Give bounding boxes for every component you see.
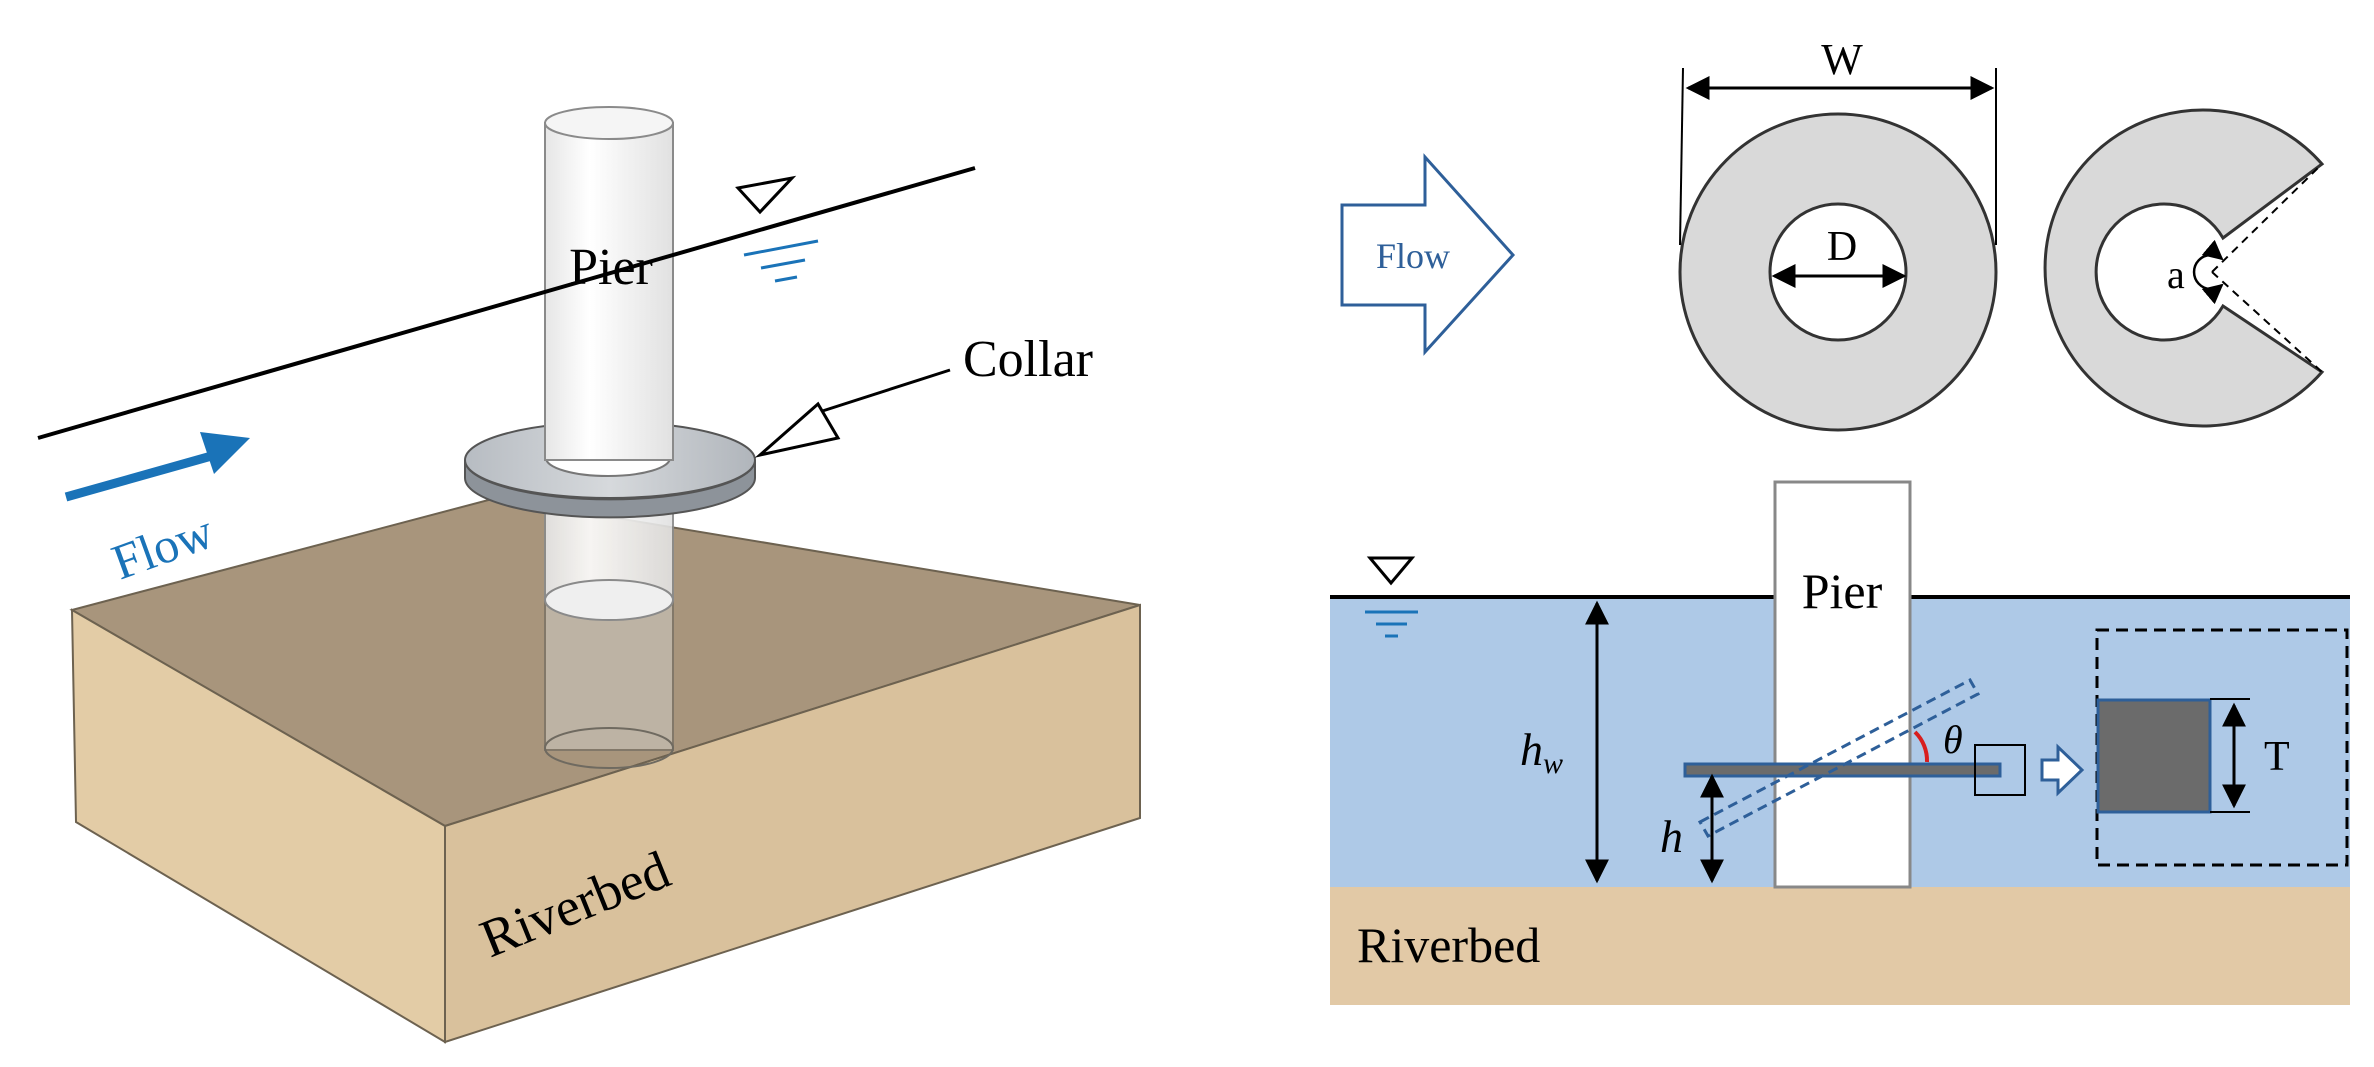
water-level-mark-2 xyxy=(760,258,806,270)
open-angle-arc xyxy=(2192,239,2224,305)
collar-callout-arrow xyxy=(754,401,841,458)
collar-label: Collar xyxy=(963,331,1093,388)
detail-collar-section xyxy=(2096,698,2212,814)
section-pier-label: Pier xyxy=(1802,563,1883,619)
collar-disc-side xyxy=(464,459,756,519)
flow-arrow-head xyxy=(200,432,250,474)
thickness-label: T xyxy=(2264,734,2290,780)
collar-leader-line xyxy=(809,368,951,417)
water-depth-label: hw xyxy=(1520,724,1563,780)
theta-arc xyxy=(1913,730,1930,763)
detail-dashed-frame xyxy=(2095,628,2349,867)
open-angle-label: a xyxy=(2167,252,2185,297)
diameter-label: D xyxy=(1827,224,1857,270)
flow-outline-arrow xyxy=(1340,153,1516,356)
collar-open-ring xyxy=(2043,108,2325,428)
water-level-triangle xyxy=(735,175,797,215)
flow-arrow-shaft xyxy=(64,450,217,502)
plan-flow-label: Flow xyxy=(1376,236,1450,276)
collar-plate xyxy=(1683,762,2002,778)
pier-bottom-ellipse xyxy=(544,727,674,769)
theta-label: θ xyxy=(1943,717,1963,762)
section-water-triangle xyxy=(1366,556,1416,586)
detail-callout-box xyxy=(1974,744,2026,796)
pier-top-ellipse xyxy=(544,106,674,140)
water-level-mark-3 xyxy=(774,275,798,283)
water-surface-line xyxy=(37,166,976,440)
top-right-panel: Flow W D a xyxy=(1340,35,2325,432)
pier-label: Pier xyxy=(569,239,653,296)
pier-upper xyxy=(544,122,674,461)
riverbed-section xyxy=(1330,887,2350,1005)
water-level-mark-1 xyxy=(743,239,819,257)
pier-bed-ellipse xyxy=(544,579,674,621)
bottom-right-panel: Pier θ hw h T Riverbed xyxy=(1330,480,2350,1005)
riverbed-left-face xyxy=(70,608,446,1044)
width-label: W xyxy=(1821,35,1863,84)
width-ext-left xyxy=(1679,67,1684,246)
section-riverbed-label: Riverbed xyxy=(1357,917,1540,973)
left-panel: Pier Collar Flow Riverbed xyxy=(37,106,1141,1044)
collar-elevation-label: h xyxy=(1660,811,1683,862)
section-pier xyxy=(1773,480,1912,889)
open-angle-dash-bottom xyxy=(2211,271,2323,373)
open-angle-dash-top xyxy=(2211,163,2323,273)
detail-arrow xyxy=(2040,743,2085,797)
